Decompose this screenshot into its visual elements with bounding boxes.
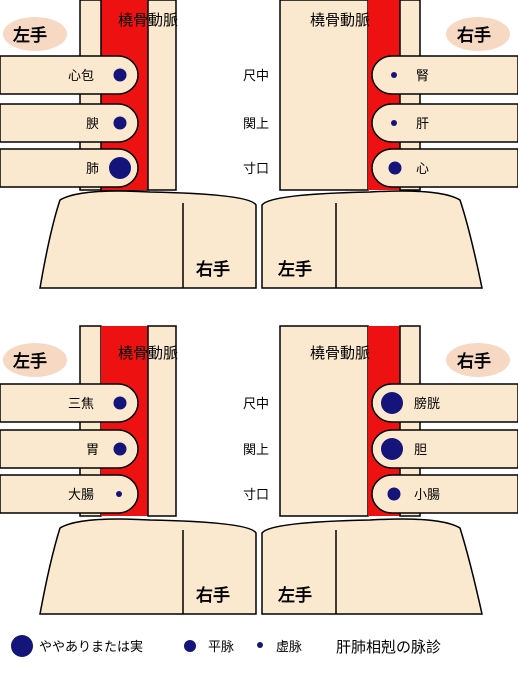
finger-label: 心包 (68, 69, 94, 84)
pulse-dot-medium (113, 68, 127, 82)
position-label: 関上 (243, 117, 269, 132)
legend-large-label: ややありまたは実 (39, 639, 143, 655)
forearm-left-inner (147, 0, 177, 191)
palm-label-left: 右手 (196, 259, 230, 280)
position-label: 尺中 (243, 397, 269, 412)
finger-label: 膀胱 (414, 396, 440, 412)
legend: ややありまたは実 平脉 虚脉 肝肺相剋の脉診 (11, 635, 441, 657)
finger-label: 腴 (86, 117, 99, 132)
legend-large-dot (11, 635, 33, 657)
legend-small-label: 虚脉 (276, 640, 302, 655)
left-finger: 胃 (0, 429, 139, 469)
palm-right (261, 190, 483, 289)
right-finger: 腎 (371, 55, 518, 95)
diagram-title: 肝肺相剋の脉診 (336, 638, 441, 656)
artery-label-right: 橈骨動脈 (310, 11, 370, 29)
hand-label-bg-left (3, 17, 67, 51)
left-finger: 三焦 (0, 383, 139, 423)
hand-label-bg-right (446, 17, 510, 51)
left-finger: 肺 (0, 148, 139, 188)
palm-label-right: 左手 (278, 259, 312, 280)
pulse-dot-small (116, 491, 122, 497)
legend-medium-label: 平脉 (208, 640, 234, 655)
pulse-dot-medium (113, 116, 127, 130)
position-label: 関上 (243, 443, 269, 458)
forearm-right (279, 0, 369, 191)
finger-label: 胃 (86, 443, 99, 458)
finger-label: 腎 (416, 69, 429, 84)
artery-label-right: 橈骨動脈 (310, 344, 370, 362)
pulse-dot-large (381, 438, 403, 460)
pulse-dot-small (391, 72, 397, 78)
right-finger: 小腸 (371, 474, 518, 514)
finger-label: 胆 (414, 443, 427, 458)
right-finger: 肝 (371, 103, 518, 143)
position-label: 寸口 (243, 162, 269, 177)
palm-label-right: 左手 (278, 585, 312, 606)
pulse-dot-medium (388, 161, 402, 175)
right-finger: 心 (371, 148, 518, 188)
pulse-dot-large (109, 157, 131, 179)
left-finger: 腴 (0, 103, 139, 143)
palm-left (39, 190, 257, 289)
right-finger: 胆 (371, 429, 518, 469)
hand-label-left: 左手 (13, 25, 47, 46)
left-finger: 心包 (0, 55, 139, 95)
pulse-dot-medium (387, 487, 401, 501)
hand-label-right: 右手 (457, 351, 491, 372)
position-label: 尺中 (243, 69, 269, 84)
pulse-dot-large (381, 392, 403, 414)
hand-label-right: 右手 (457, 25, 491, 46)
legend-medium-dot (184, 640, 196, 652)
artery-label-left: 橈骨動脈 (118, 11, 178, 29)
palm-label-left: 右手 (196, 585, 230, 606)
finger-label: 大腸 (68, 488, 94, 503)
palm-left (39, 518, 257, 615)
pulse-dot-medium (113, 442, 127, 456)
left-finger: 大腸 (0, 474, 139, 514)
pulse-dot-medium (113, 396, 127, 410)
finger-label: 小腸 (414, 488, 440, 503)
finger-label: 三焦 (68, 397, 94, 412)
artery-label-left: 橈骨動脈 (118, 344, 178, 362)
legend-small-dot (257, 642, 263, 648)
finger-label: 心 (416, 162, 429, 177)
right-finger: 膀胱 (371, 383, 518, 423)
position-label: 寸口 (243, 488, 269, 503)
pulse-dot-small (391, 120, 397, 126)
panel-bottom: 橈骨動脈 橈骨動脈 左手 右手 三焦 胃 大腸 膀胱 (0, 325, 518, 615)
palm-right (261, 518, 483, 615)
panel-top: 橈骨動脈 橈骨動脈 左手 右手 心包 腴 肺 腎 (0, 0, 518, 289)
hand-label-left: 左手 (13, 351, 47, 372)
finger-label: 肺 (86, 162, 99, 177)
finger-label: 肝 (416, 117, 429, 132)
